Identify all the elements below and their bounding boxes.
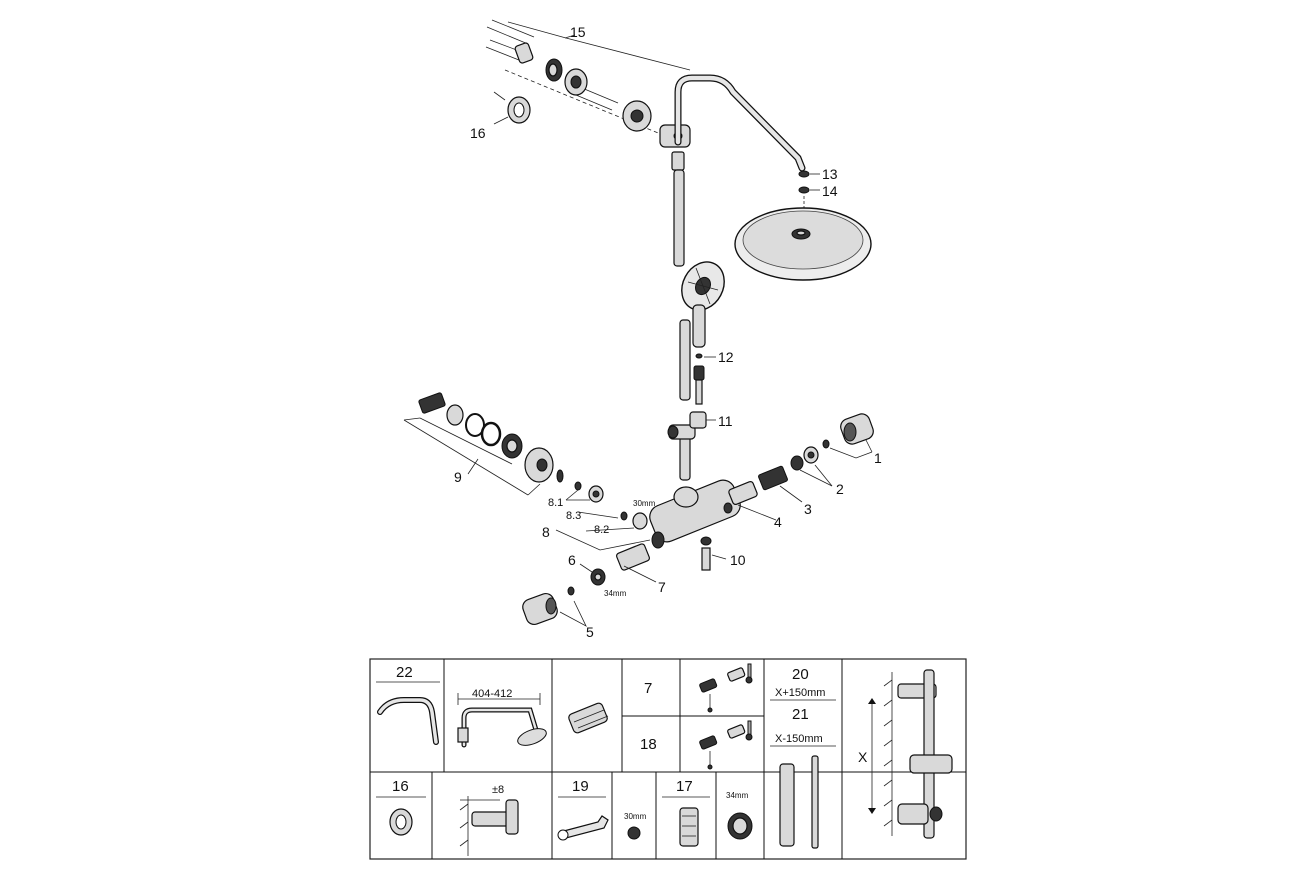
callout-12: 12 xyxy=(718,349,734,365)
thermostat-body: 10 xyxy=(649,479,746,571)
lower-handle-parts: 7 6 34mm 5 xyxy=(522,543,666,640)
table-cell-19: 19 30mm xyxy=(557,778,647,841)
callout-8-3: 8.3 xyxy=(566,510,581,522)
dim-30mm-left: 30mm xyxy=(633,499,656,508)
dim-34mm-table: 34mm xyxy=(726,791,749,800)
callout-8-1: 8.1 xyxy=(548,497,563,509)
dim-30mm-table: 30mm xyxy=(624,812,647,821)
callout-14: 14 xyxy=(822,183,838,199)
callout-5: 5 xyxy=(586,624,594,640)
table-cell-22: 22 xyxy=(376,664,440,745)
arm-range-label: 404-412 xyxy=(472,688,512,700)
table-cell-arm-range: 404-412 xyxy=(457,688,547,748)
right-handle-parts: 4 3 2 1 xyxy=(728,413,882,530)
part-number-17: 17 xyxy=(676,778,693,795)
table-cell-riser-distance: X xyxy=(858,669,953,839)
callout-2: 2 xyxy=(836,481,844,497)
part-number-16: 16 xyxy=(392,778,409,795)
hand-shower-holder: 11 xyxy=(667,411,733,440)
riser-pipe-and-arm xyxy=(671,74,806,481)
table-cell-offset: ±8 xyxy=(459,784,519,856)
callout-11: 11 xyxy=(718,413,733,429)
table-cell-20-21: 20 X+150mm 21 X-150mm xyxy=(770,666,836,849)
part-number-19: 19 xyxy=(572,778,589,795)
callout-16: 16 xyxy=(470,125,486,141)
table-cell-cartridge xyxy=(568,702,609,734)
part-number-22: 22 xyxy=(396,664,413,681)
table-cell-17: 17 34mm xyxy=(662,778,753,847)
callout-15: 15 xyxy=(570,24,586,40)
head-shower: 13 14 xyxy=(734,166,872,281)
callout-1: 1 xyxy=(874,450,882,466)
part-number-18: 18 xyxy=(640,736,657,753)
callout-13: 13 xyxy=(822,166,838,182)
wall-bracket-assembly: 15 16 xyxy=(470,19,691,148)
part-21-length: X-150mm xyxy=(775,733,823,745)
left-cartridge-parts: 9 30mm 8.1 8.3 8.2 8 xyxy=(403,392,656,551)
callout-6: 6 xyxy=(568,552,576,568)
part-number-7: 7 xyxy=(644,680,652,697)
callout-3: 3 xyxy=(804,501,812,517)
callout-8: 8 xyxy=(542,524,550,540)
part-20-length: X+150mm xyxy=(775,687,825,699)
table-cell-7-18: 7 18 xyxy=(640,663,753,770)
callout-4: 4 xyxy=(774,514,782,530)
offset-label: ±8 xyxy=(492,784,504,796)
hand-shower: 12 xyxy=(681,261,734,405)
callout-10: 10 xyxy=(730,552,746,568)
dim-34mm-left: 34mm xyxy=(604,589,627,598)
callout-7: 7 xyxy=(658,579,666,595)
callout-8-2: 8.2 xyxy=(594,524,609,536)
distance-x-label: X xyxy=(858,749,868,765)
part-number-21: 21 xyxy=(792,706,809,723)
callout-9: 9 xyxy=(454,469,462,485)
table-cell-16: 16 xyxy=(376,778,426,836)
part-number-20: 20 xyxy=(792,666,809,683)
spare-parts-table xyxy=(369,658,967,860)
